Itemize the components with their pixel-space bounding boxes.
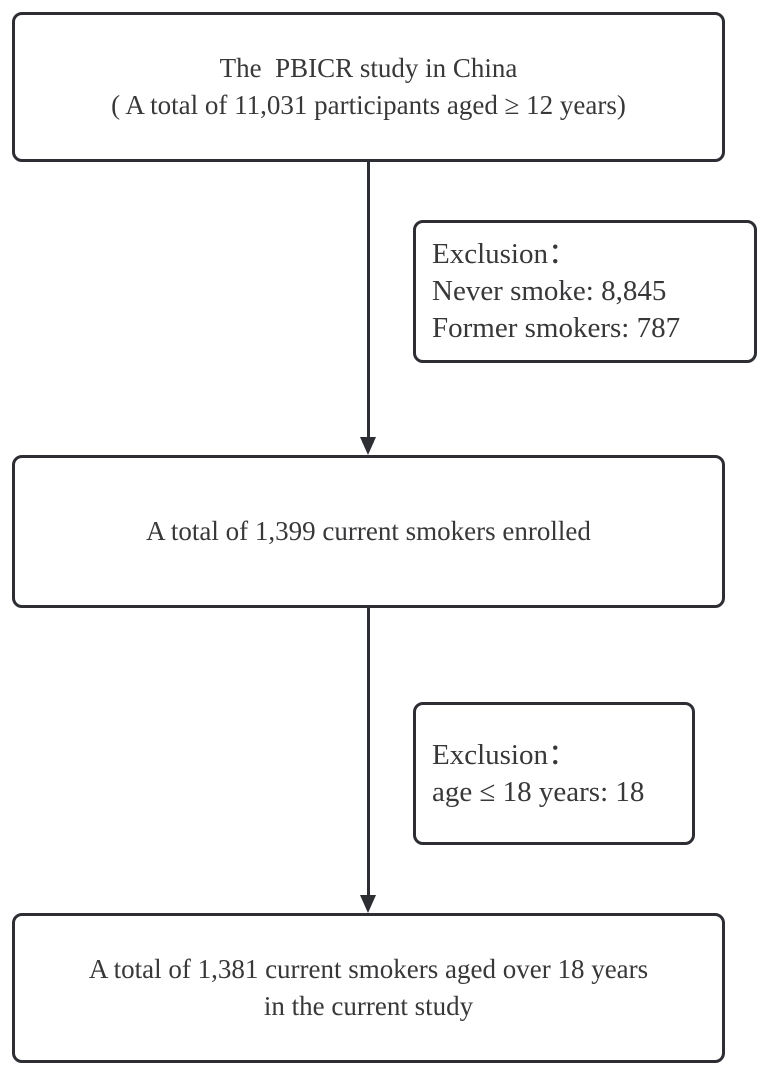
exclusion1-item-never-smoke: Never smoke: 8,845 [432, 275, 667, 307]
arrow-top-to-middle-head-icon [360, 437, 376, 455]
final-sample-text-line2: in the current study [263, 991, 474, 1021]
exclusion-box-2: Exclusion： age ≤ 18 years: 18 [413, 702, 695, 845]
exclusion2-heading: Exclusion： [432, 738, 577, 771]
enrolled-smokers-box: A total of 1,399 current smokers enrolle… [12, 455, 725, 608]
final-sample-text-line1: A total of 1,381 current smokers aged ov… [88, 954, 649, 984]
exclusion-box-1: Exclusion： Never smoke: 8,845 Former smo… [413, 220, 757, 363]
enrolled-smokers-text: A total of 1,399 current smokers enrolle… [146, 516, 591, 546]
arrow-middle-to-bottom-head-icon [360, 895, 376, 913]
study-source-subtitle: ( A total of 11,031 participants aged ≥ … [111, 90, 626, 120]
exclusion1-heading: Exclusion： [432, 238, 577, 270]
study-source-box: The PBICR study in China ( A total of 11… [12, 12, 725, 162]
arrow-middle-to-bottom-line [367, 608, 370, 898]
exclusion2-item-age: age ≤ 18 years: 18 [432, 775, 645, 808]
exclusion1-item-former-smokers: Former smokers: 787 [432, 312, 681, 344]
study-source-title: The PBICR study in China [219, 53, 518, 83]
final-sample-box: A total of 1,381 current smokers aged ov… [12, 913, 725, 1063]
arrow-top-to-middle-line [367, 162, 370, 440]
